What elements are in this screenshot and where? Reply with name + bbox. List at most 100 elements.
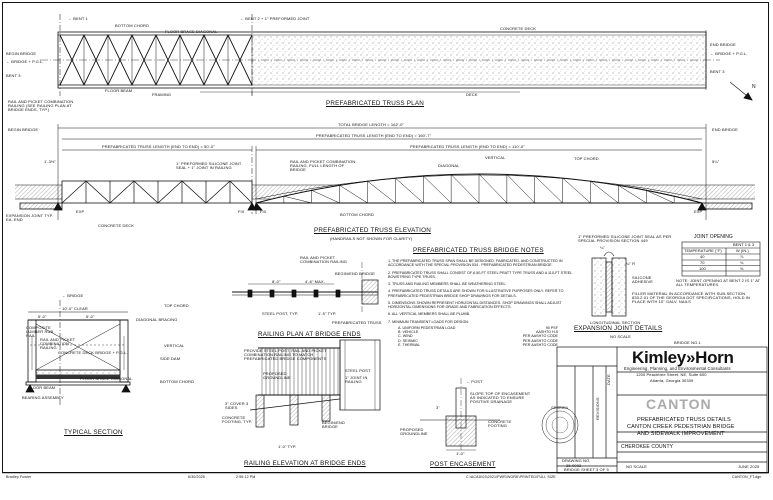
notes-list: 1. THE PREFABRICATED TRUSS SPAN SHALL BE… (388, 259, 580, 347)
ts-vertical: VERTICAL (164, 343, 185, 348)
ts-concrete-deck: CONCRETE DECK (58, 350, 94, 355)
load-value: PER AASHTO CODE (522, 334, 558, 339)
plan-bottom-chord-label: BOTTOM CHORD (115, 23, 150, 28)
elev-dim-right: 5¼" (712, 159, 720, 164)
elev-dim-left: 1'-3½" (44, 159, 56, 164)
ts-side-dam: SIDE DAM (160, 356, 181, 361)
ej-dim-a: ¼" (600, 245, 605, 250)
elev-exp-left: EXP (76, 209, 85, 214)
load-row: A. UNIFORM PEDESTRIAN LOAD 90 PSF (398, 326, 558, 330)
post-dim-b: 1'-0" (456, 451, 465, 456)
ts-diag-bracing: DIAGONAL BRACING (136, 317, 178, 322)
truss-plan-view (40, 14, 753, 101)
plan-concrete-deck-label: CONCRETE DECK (500, 26, 536, 31)
ej-dim-b: ¼" R (626, 261, 636, 266)
north-arrow-label: N (752, 84, 756, 90)
jt-header-bent: BENT 1 & 3 (733, 242, 755, 247)
ts-rub-rail: COMPOSITE LUMBER RUB RAIL (26, 325, 54, 338)
truss-elevation-view (15, 124, 755, 220)
re-steel-post: STEEL POST (345, 368, 371, 373)
loads-list: A. UNIFORM PEDESTRIAN LOAD 90 PSF B. VEHI… (398, 326, 558, 347)
tb-date: JUNE 2025 (738, 464, 760, 469)
footer-file: C:\ACAD\03\2021\PWR\WORK\PRINTED\FULL SI… (466, 475, 556, 479)
tb-drawing-no-label: DRAWING NO. (562, 458, 591, 463)
load-label: D. SEISMIC (398, 338, 418, 343)
re-footing: CONCRETE FOOTING, TYP. (222, 415, 253, 424)
ts-bottom-chord: BOTTOM CHORD (160, 379, 195, 384)
load-label: A. UNIFORM PEDESTRIAN LOAD (398, 325, 456, 330)
re-dim: 1'-0" TYP. (278, 444, 297, 449)
footer-time: 2:55:12 PM (236, 475, 256, 479)
tb-firm-desc: Engineering, Planning, and Environmental… (624, 366, 731, 371)
truss-diagonal-member (423, 175, 452, 204)
jt-note: NOTE: JOINT OPENING AT BENT 2 IS 1" AT A… (676, 278, 761, 287)
elev-top-chord: TOP CHORD (574, 156, 599, 161)
elev-begin-bridge: BEGIN BRIDGE (8, 127, 39, 132)
load-value: PER AASHTO CODE (522, 338, 558, 343)
plan-deck-label: DECK (466, 92, 478, 97)
jt-row-temp: 70 (700, 260, 705, 265)
truss-diagonal-member (367, 181, 396, 204)
ts-bridge: ← BRIDGE (62, 293, 84, 298)
tb-firm-logo: Kimley»Horn (632, 348, 734, 367)
tb-seal: GEORGIA (551, 406, 569, 410)
elevation-subtitle: (HANDRAILS NOT SHOWN FOR CLARITY) (330, 236, 413, 241)
rp-begin-end: BEGIN/END BRIDGE (335, 271, 376, 276)
tb-sheet-label: BRIDGE SHEET (564, 467, 595, 472)
typical-section-view (25, 300, 131, 406)
re-groundline: PROPOSED GROUNDLINE (263, 371, 291, 380)
note-item: 3. TRUSS AND RAILING MEMBERS SHALL BE WE… (388, 282, 507, 286)
elev-vertical: VERTICAL (485, 155, 506, 160)
elev-total-length: TOTAL BRIDGE LENGTH = 162'-0" (338, 122, 405, 127)
elev-fix-right: FIX (260, 209, 267, 214)
plan-end-bent3-label: BENT 3 (710, 69, 725, 74)
load-value: 90 PSF (545, 325, 558, 330)
elev-exp-right: EXP (694, 209, 703, 214)
railing-plan-view (232, 262, 379, 312)
note-item: 1. THE PREFABRICATED TRUSS SPAN SHALL BE… (388, 259, 563, 268)
ts-half-left: 5'-0" (38, 314, 47, 319)
elev-end-bridge: END BRIDGE (712, 127, 738, 132)
railing-elevation-title: RAILING ELEVATION AT BRIDGE ENDS (244, 460, 366, 467)
truss-diagonal-member (311, 190, 340, 204)
footer-dgn: CANTON_FT.dgn (732, 475, 762, 479)
re-begin-end: BEGIN/END BRIDGE (322, 420, 345, 429)
tb-sheet-title1: PREFABRICATED TRUSS DETAILS (637, 417, 731, 423)
truss-diagonal-member (339, 185, 368, 204)
elev-truss-length-right: PREFABRICATED TRUSS LENGTH (END TO END) … (410, 144, 525, 149)
truss-diagonal-member (450, 174, 480, 204)
tb-scale: NO SCALE (626, 464, 648, 469)
truss-diagonal-member (590, 181, 619, 204)
plan-end-bridge-label: END BRIDGE (710, 42, 736, 47)
footer-user: Bradley Fowler (6, 475, 32, 479)
rp-dim-a: 8'-0" (272, 279, 281, 284)
plan-rail-note: RAIL AND PICKET COMBINATION RAILING (SEE… (8, 99, 74, 112)
elev-concrete-deck: CONCRETE DECK (98, 223, 134, 228)
rp-steel-post: STEEL POST, TYP. (262, 311, 299, 316)
elev-joint-seal: 1" PREFORMED SILICONE JOINT SEAL + 1" JO… (176, 161, 242, 170)
ts-top-width: 10'-0" CLEAR (62, 306, 88, 311)
plan-bent2-label: ← BENT 2 + 1" PREFORMED JOINT (240, 16, 310, 21)
note-item: 6. ALL VERTICAL MEMBERS SHALL BE PLUMB. (388, 312, 471, 317)
truss-diagonal-member (562, 177, 591, 204)
note-item: 4. PREFABRICATED TRUSS DETAILS ARE SHOWN… (388, 289, 564, 298)
note-item: 7. MINIMUM TRANSIENT LOADS FOR DESIGN: (388, 319, 469, 324)
ej-silicone: SILICONE ADHESIVE (632, 275, 654, 284)
load-value: AASHTO H-5 (535, 330, 558, 334)
plan-bent3-label: BENT 3 (6, 73, 21, 78)
elev-bottom-chord: BOTTOM CHORD (340, 212, 375, 217)
elev-fix-left: FIX (238, 209, 245, 214)
joint-opening-table-frame (681, 241, 761, 277)
post-slope: SLOPE TOP OF ENCASEMENT AS INDICATED TO … (470, 391, 531, 404)
truss-diagonal-member (618, 185, 647, 204)
ts-pgl: ← BRIDGE + P.G.L. (90, 350, 128, 355)
plan-title: PREFABRICATED TRUSS PLAN (326, 100, 424, 107)
jt-row-temp: 40 (700, 254, 705, 259)
post-label: ← POST (466, 379, 483, 384)
tb-canton-logo: CANTON (646, 396, 712, 412)
plan-end-pgl-label: ← BRIDGE + P.G.L. (710, 51, 748, 56)
ej-filler: FILLER MATERIAL IN ACCORDANCE WITH SUB-S… (632, 291, 751, 304)
